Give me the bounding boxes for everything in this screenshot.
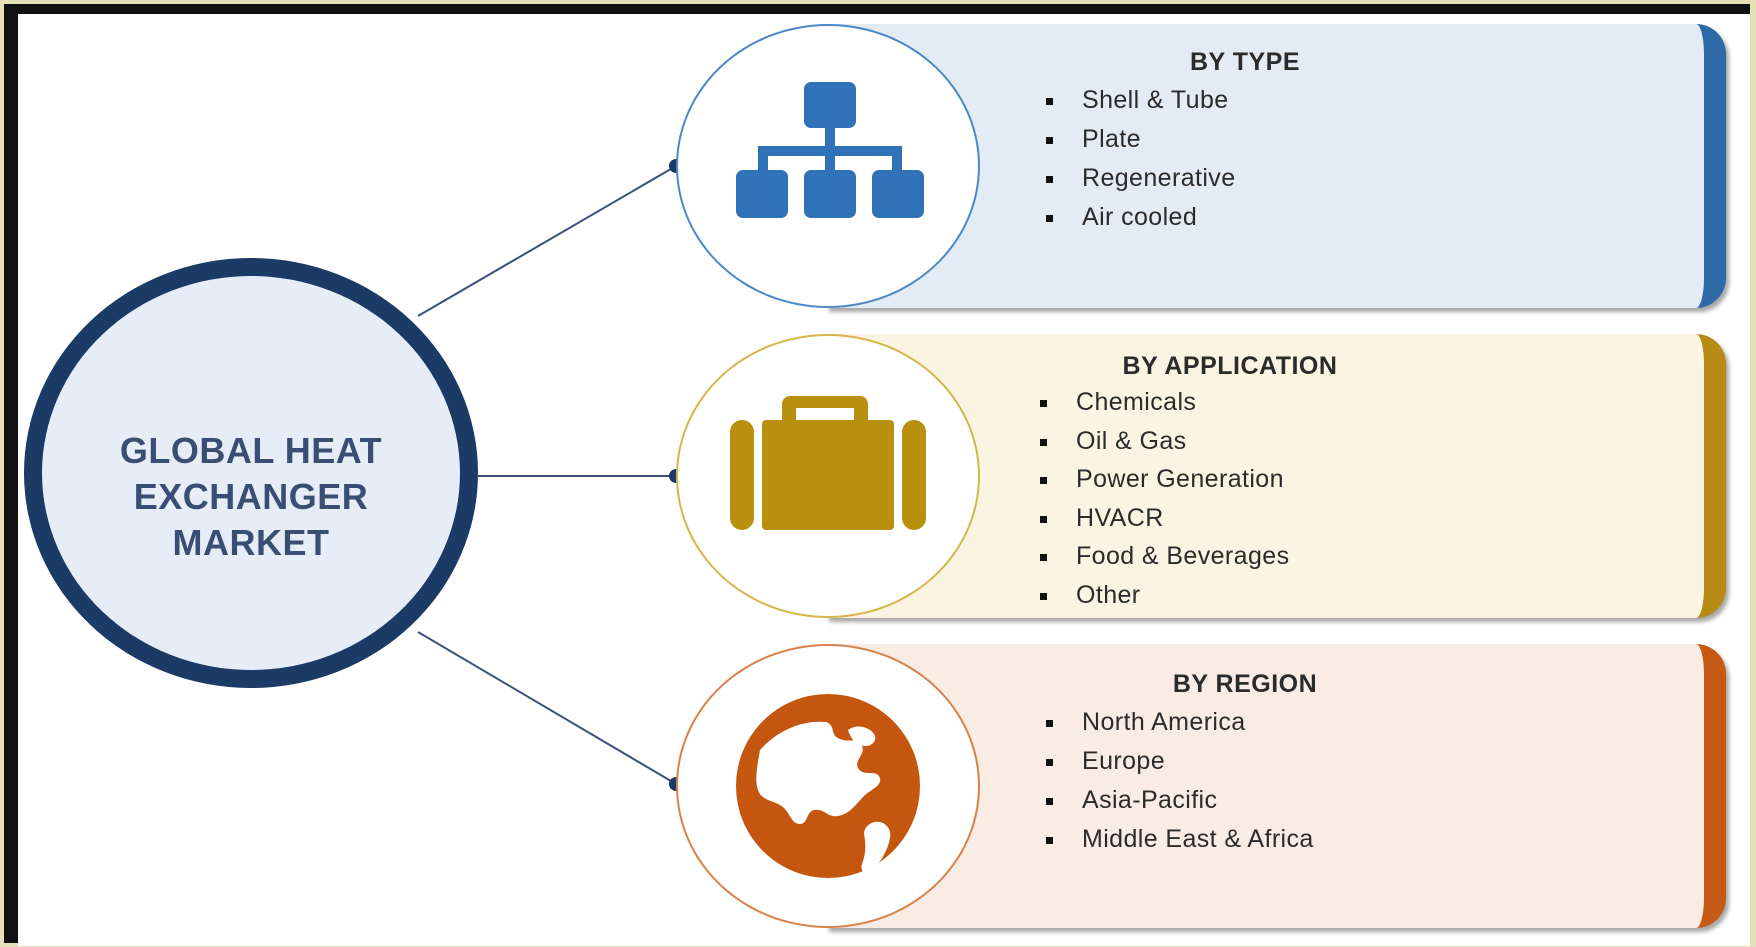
diagram-canvas: BY TYPE Shell & Tube Plate Regenerative … bbox=[18, 14, 1750, 946]
segment-heading-region: BY REGION bbox=[1172, 670, 1318, 698]
segment-list-application: Chemicals Oil & Gas Power Generation HVA… bbox=[1040, 388, 1289, 619]
briefcase-icon bbox=[730, 396, 926, 530]
icon-circle-type bbox=[676, 24, 980, 308]
list-item: Asia-Pacific bbox=[1046, 786, 1314, 825]
list-item: North America bbox=[1046, 708, 1314, 747]
list-item: Food & Beverages bbox=[1040, 542, 1289, 581]
segment-list-type: Shell & Tube Plate Regenerative Air cool… bbox=[1046, 86, 1236, 242]
list-item: Power Generation bbox=[1040, 465, 1289, 504]
center-hub: GLOBAL HEAT EXCHANGER MARKET bbox=[24, 258, 478, 688]
icon-circle-region bbox=[676, 644, 980, 928]
segment-list-region: North America Europe Asia-Pacific Middle… bbox=[1046, 708, 1314, 864]
globe-icon bbox=[736, 694, 920, 878]
center-title: GLOBAL HEAT EXCHANGER MARKET bbox=[119, 430, 383, 563]
connector-type bbox=[417, 165, 677, 317]
hierarchy-icon bbox=[736, 82, 924, 218]
list-item: Air cooled bbox=[1046, 203, 1236, 242]
list-item: Europe bbox=[1046, 747, 1314, 786]
list-item: Plate bbox=[1046, 125, 1236, 164]
outer-frame: BY TYPE Shell & Tube Plate Regenerative … bbox=[4, 4, 1750, 946]
connector-region bbox=[417, 631, 677, 785]
segment-heading-type: BY TYPE bbox=[1189, 48, 1301, 76]
segment-heading-application: BY APPLICATION bbox=[1122, 352, 1338, 380]
list-item: Oil & Gas bbox=[1040, 427, 1289, 466]
list-item: HVACR bbox=[1040, 504, 1289, 543]
list-item: Middle East & Africa bbox=[1046, 825, 1314, 864]
list-item: Chemicals bbox=[1040, 388, 1289, 427]
icon-circle-application bbox=[676, 334, 980, 618]
list-item: Other bbox=[1040, 581, 1289, 620]
list-item: Regenerative bbox=[1046, 164, 1236, 203]
list-item: Shell & Tube bbox=[1046, 86, 1236, 125]
